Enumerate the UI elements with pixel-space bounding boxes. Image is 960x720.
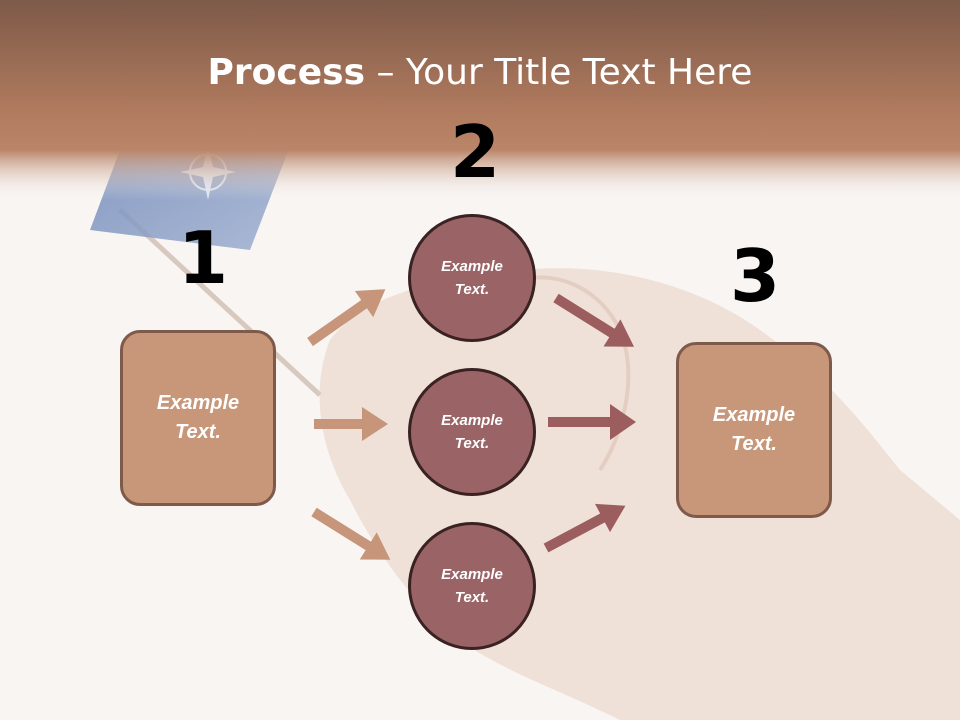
step-two-circle-top: Example Text. (408, 214, 536, 342)
title-rest: – Your Title Text Here (365, 52, 753, 93)
step-one-number: 1 (178, 216, 229, 300)
arrow-left-up (307, 289, 386, 347)
arrow-right-middle (548, 404, 636, 440)
step-two-number: 2 (450, 110, 501, 194)
title-bold: Process (207, 52, 366, 93)
step-one-box: Example Text. (120, 330, 276, 506)
arrow-left-down (311, 507, 391, 560)
step-two-circle-middle: Example Text. (408, 368, 536, 496)
arrow-right-down (553, 293, 635, 347)
arrow-right-up (543, 503, 626, 553)
step-three-label: Example Text. (712, 404, 796, 455)
step-one-label: Example Text. (156, 392, 240, 443)
step-three-number: 3 (730, 234, 781, 318)
arrow-left-middle (314, 407, 388, 441)
step-two-label-top: Example Text. (441, 258, 503, 298)
step-three-box: Example Text. (676, 342, 832, 518)
slide-title: Process – Your Title Text Here (0, 52, 960, 93)
step-two-label-middle: Example Text. (441, 412, 503, 452)
step-two-circle-bottom: Example Text. (408, 522, 536, 650)
step-two-label-bottom: Example Text. (441, 566, 503, 606)
